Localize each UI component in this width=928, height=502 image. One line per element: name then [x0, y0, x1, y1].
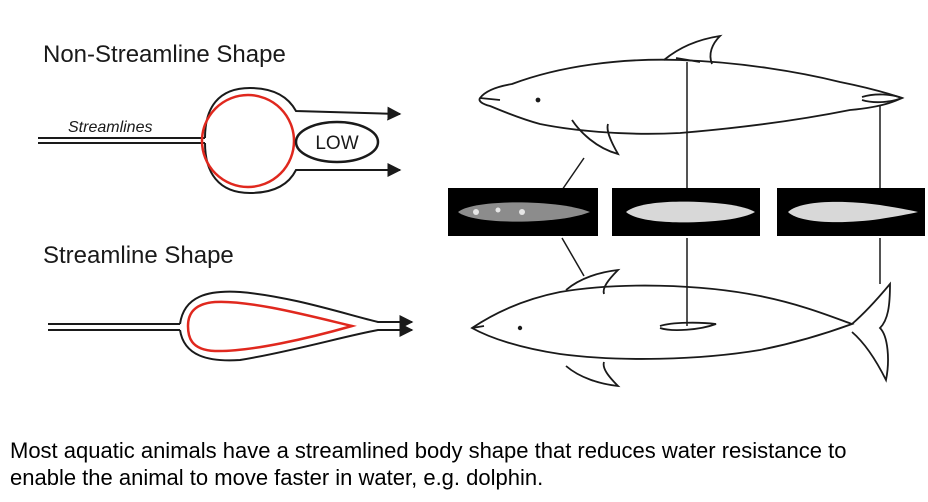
caption-text: Most aquatic animals have a streamlined … [10, 438, 847, 490]
non-streamline-heading: Non-Streamline Shape [43, 41, 286, 68]
sphere-body [200, 93, 296, 189]
low-pressure-ellipse [294, 120, 380, 164]
guide-lines [561, 62, 881, 326]
streamlines-label: Streamlines [68, 119, 152, 136]
dolphin-side-view-icon [478, 34, 905, 156]
non-streamline-flow: LOW Streamlines [38, 86, 402, 195]
teardrop-body [186, 300, 357, 353]
cross-section-images-icon [448, 188, 925, 236]
streamline-heading: Streamline Shape [43, 242, 234, 269]
low-label: LOW [315, 133, 358, 154]
dolphin-top-view-icon [470, 268, 891, 388]
streamline-flow [48, 290, 414, 362]
